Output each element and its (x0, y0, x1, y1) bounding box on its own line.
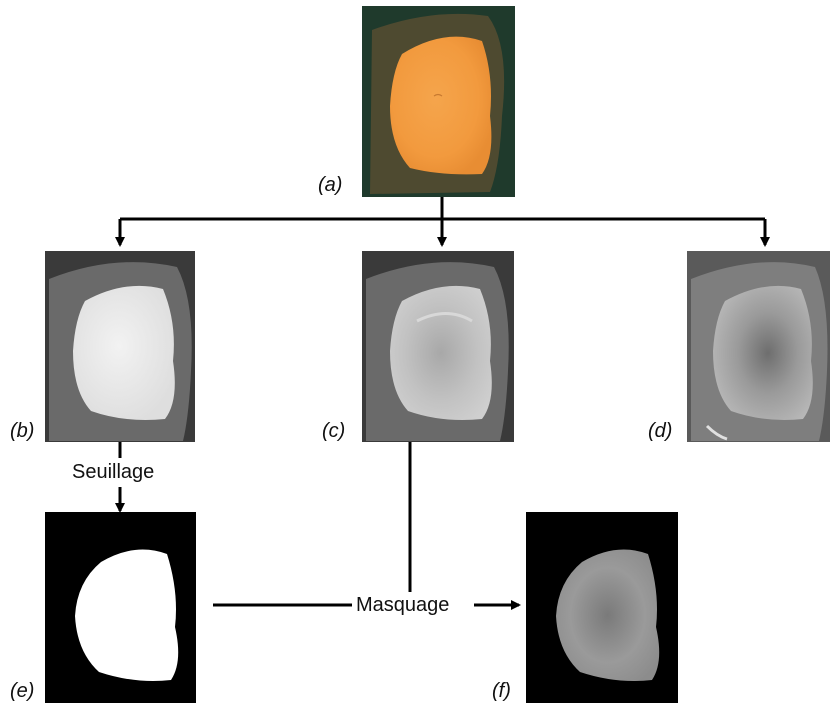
panel-a-color-image (362, 6, 515, 197)
panel-e-label: (e) (10, 680, 35, 702)
panel-e-binary-mask (45, 512, 196, 703)
panel-b-label: (b) (10, 420, 35, 442)
panel-f-label: (f) (492, 680, 511, 702)
threshold-step-label: Seuillage (72, 461, 155, 483)
panel-a-label: (a) (318, 174, 343, 196)
panel-f-masked-image (526, 512, 678, 703)
panel-c-label: (c) (322, 420, 346, 442)
panel-b-grayscale-image (45, 251, 195, 442)
panel-d-contrast-image (687, 251, 830, 442)
masking-step-label: Masquage (356, 594, 450, 616)
panel-d-label: (d) (648, 420, 673, 442)
panel-c-grayscale-image (362, 251, 514, 442)
